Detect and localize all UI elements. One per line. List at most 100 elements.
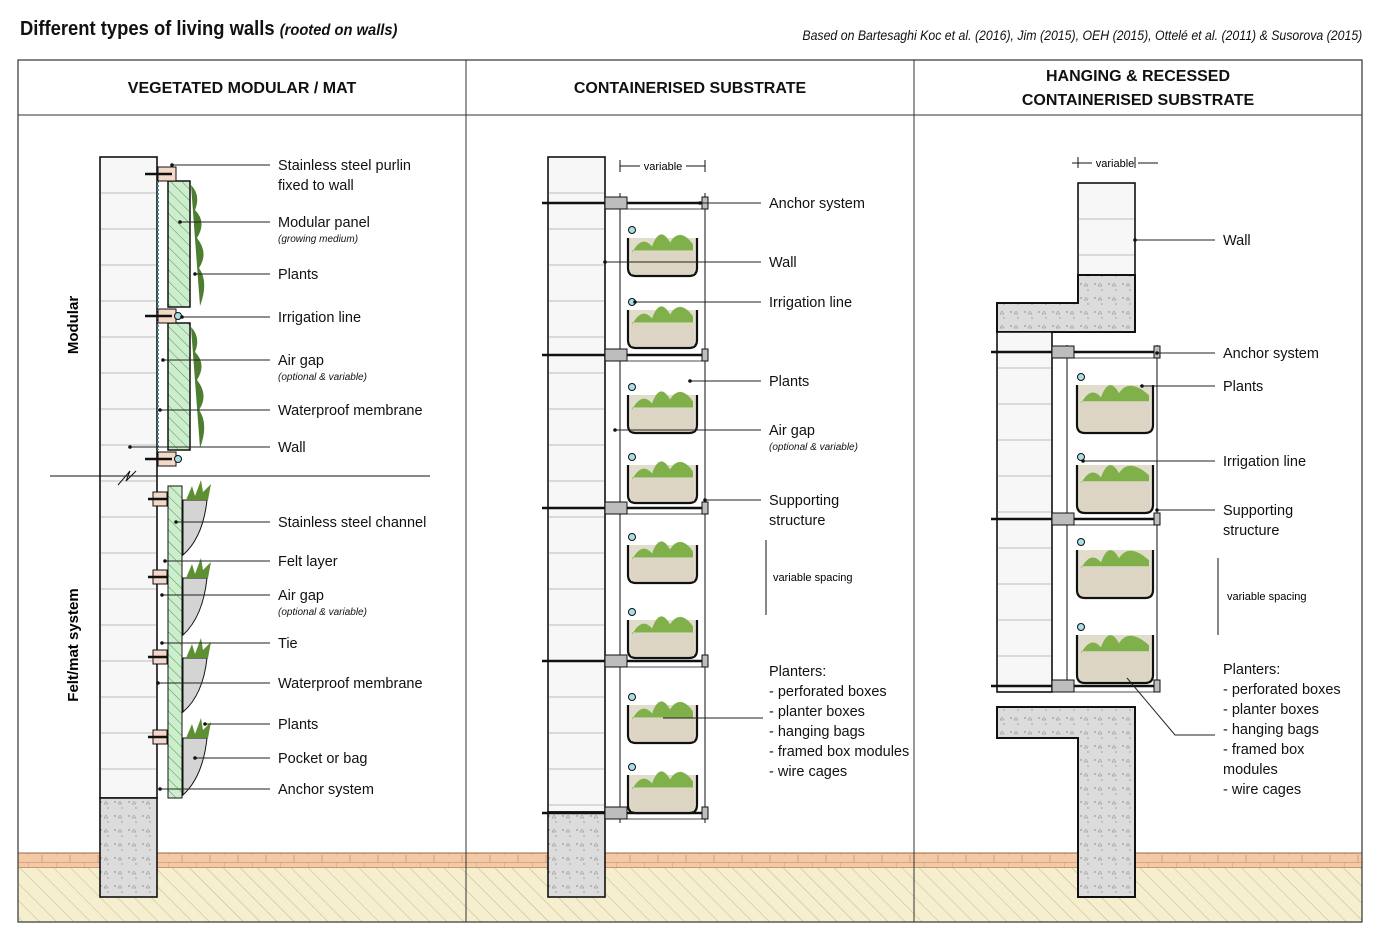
dimension-variable: variable <box>644 161 683 173</box>
anchor-plate <box>701 806 709 820</box>
callout-label: Plants <box>278 717 318 733</box>
substrate <box>1080 401 1150 431</box>
plants <box>1081 550 1149 569</box>
substrate <box>631 558 694 582</box>
callout-label: Anchor system <box>769 196 865 212</box>
column-header-modular: VEGETATED MODULAR / MAT <box>128 80 357 97</box>
irrigation-line <box>628 383 636 391</box>
callout-label-line2: structure <box>769 513 825 529</box>
column-header-containerised: CONTAINERISED SUBSTRATE <box>574 80 807 97</box>
callout-label: Plants <box>278 267 318 283</box>
citation: Based on Bartesaghi Koc et al. (2016), J… <box>802 27 1362 43</box>
modular-panel <box>167 322 191 451</box>
modular-panel <box>167 180 191 308</box>
planter-type-item: - framed box <box>1223 742 1305 758</box>
section-label-felt: Felt/mat system <box>65 588 82 701</box>
anchor-plate <box>1051 345 1075 359</box>
substrate <box>631 478 694 502</box>
anchor-plate <box>701 501 709 515</box>
substrate <box>1080 481 1150 511</box>
wall-upper <box>1077 182 1136 276</box>
plants <box>1081 385 1149 404</box>
irrigation-line <box>1077 538 1085 546</box>
callout-label: Anchor system <box>278 782 374 798</box>
callout-note: (optional & variable) <box>278 372 367 383</box>
plants <box>1081 635 1149 654</box>
title-sub: (rooted on walls) <box>279 22 398 39</box>
anchor-plate <box>604 654 628 668</box>
callout-note: (growing medium) <box>278 234 358 245</box>
purlins <box>145 166 182 467</box>
plants <box>632 234 693 253</box>
irrigation-line <box>628 693 636 701</box>
callout-label: Stainless steel purlin <box>278 158 411 174</box>
lower-slab-column <box>996 706 1136 898</box>
plants <box>632 771 693 790</box>
planter-type-item: - perforated boxes <box>1223 682 1341 698</box>
irrigation-line <box>1077 373 1085 381</box>
containerised-section: variable variable spacing <box>542 156 853 898</box>
plants <box>632 306 693 325</box>
anchor-plate <box>604 348 628 362</box>
substrate <box>1080 651 1150 681</box>
hanging-recessed-section: variable variable spacing <box>991 157 1307 898</box>
plants <box>191 185 205 306</box>
upper-slab <box>996 274 1136 333</box>
page-title: Different types of living walls (rooted … <box>20 18 397 41</box>
pocket-bag <box>182 499 208 557</box>
dimension-variable: variable <box>1096 158 1135 170</box>
callout-label: Supporting <box>769 493 839 509</box>
callout-label: Pocket or bag <box>278 751 367 767</box>
callout-label: Modular panel <box>278 215 370 231</box>
plants <box>186 718 211 738</box>
callout-label: Air gap <box>278 353 324 369</box>
anchor-plate <box>604 196 628 210</box>
callout-label: Plants <box>1223 379 1263 395</box>
section-label-modular: Modular <box>65 296 82 354</box>
callout-label: Supporting <box>1223 503 1293 519</box>
callout-note: (optional & variable) <box>769 442 858 453</box>
foundation <box>547 811 606 898</box>
planter-type-item: modules <box>1223 762 1278 778</box>
callout-label: Irrigation line <box>278 310 361 326</box>
callout-label: Irrigation line <box>769 295 852 311</box>
substrate <box>631 323 694 347</box>
substrate <box>631 251 694 275</box>
substrate <box>631 408 694 432</box>
irrigation-line <box>1077 453 1085 461</box>
irrigation-line <box>628 533 636 541</box>
callout-label: Anchor system <box>1223 346 1319 362</box>
substrate <box>631 633 694 657</box>
table-frame <box>17 59 1363 923</box>
anchor-plate <box>604 806 628 820</box>
ground-soil <box>18 868 1362 922</box>
break-symbol <box>117 470 137 486</box>
spacing-label: variable spacing <box>1227 591 1307 603</box>
substrate <box>631 788 694 812</box>
irrigation-line <box>628 763 636 771</box>
column-header-hanging: HANGING & RECESSED <box>1046 68 1230 85</box>
plants <box>632 616 693 635</box>
wall <box>547 156 606 813</box>
callout-label: Stainless steel channel <box>278 515 426 531</box>
wall <box>99 156 158 799</box>
anchor-plate <box>1153 679 1161 693</box>
plants <box>632 461 693 480</box>
column-header-hanging-line2: CONTAINERISED SUBSTRATE <box>1022 92 1255 109</box>
pocket-bag <box>182 737 208 797</box>
callout-label: Tie <box>278 636 298 652</box>
substrate <box>631 718 694 742</box>
planter-type-item: - wire cages <box>1223 782 1301 798</box>
callout-label: Air gap <box>278 588 324 604</box>
plants <box>632 541 693 560</box>
plants <box>1081 465 1149 484</box>
planter-type-item: - hanging bags <box>1223 722 1319 738</box>
pocket-bag <box>182 657 208 714</box>
planter-type-item: Planters: <box>1223 662 1280 678</box>
callout-label: Waterproof membrane <box>278 403 423 419</box>
anchor-plate <box>1051 512 1075 526</box>
callout-label-line2: structure <box>1223 523 1279 539</box>
callout-label: Waterproof membrane <box>278 676 423 692</box>
planter-type-item: - planter boxes <box>1223 702 1319 718</box>
